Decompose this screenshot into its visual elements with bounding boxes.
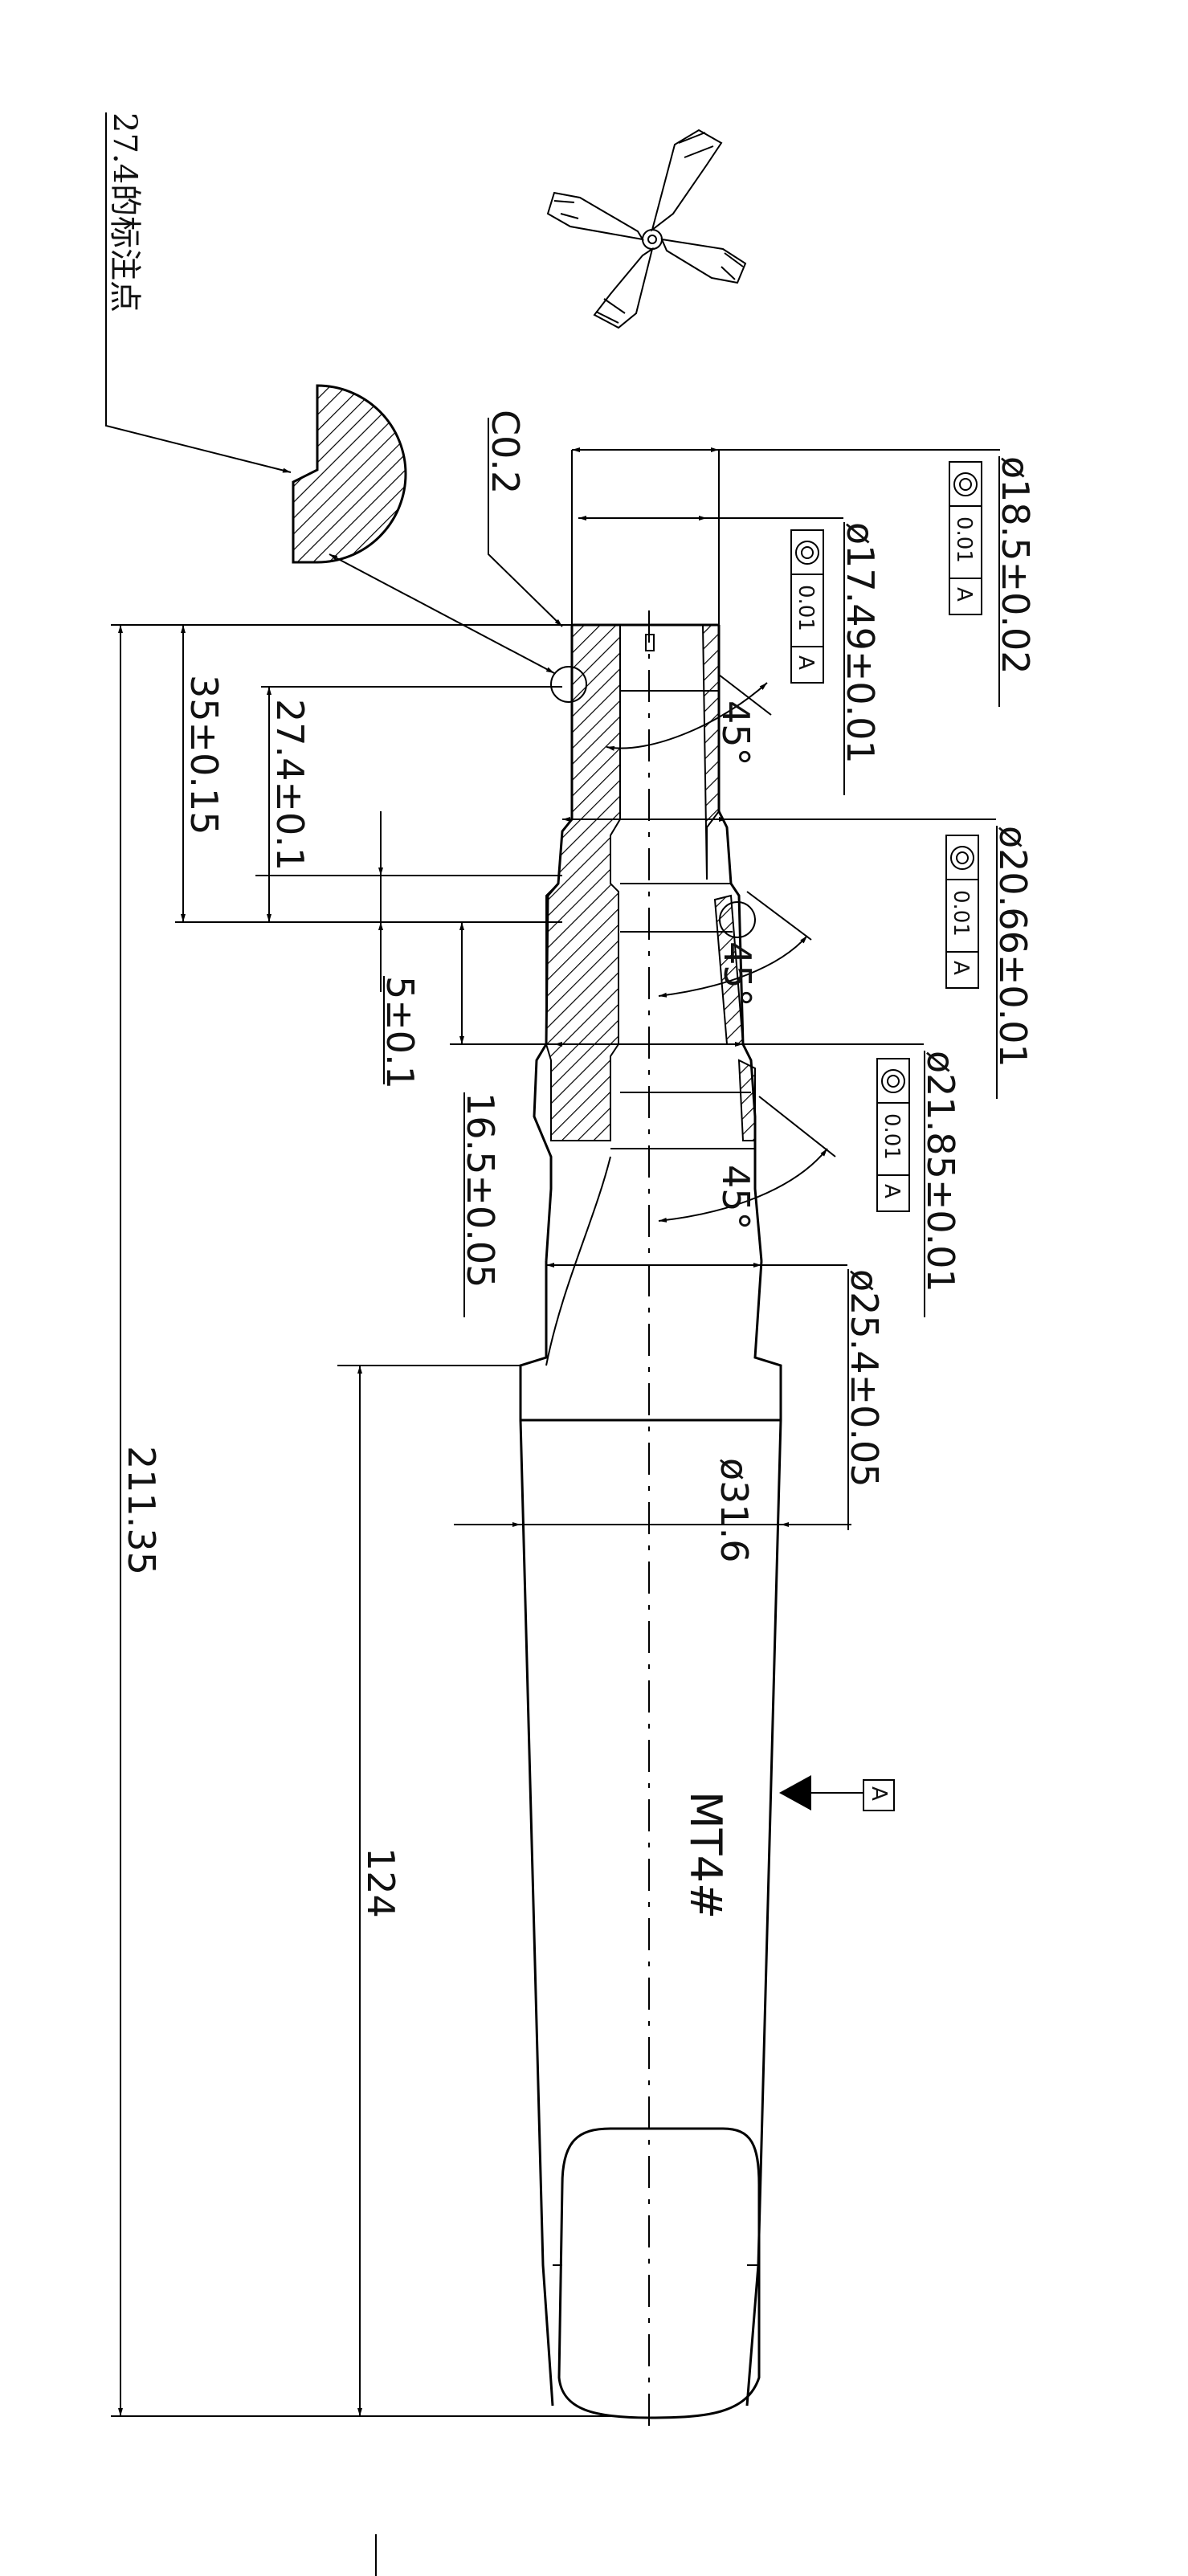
datum-a-label: A <box>867 1786 891 1801</box>
gdt-datum-1: A <box>952 587 976 602</box>
annotation-group: 27.4的标注点 <box>105 112 587 703</box>
angle-1: 45° <box>714 700 757 766</box>
annotation-text: 27.4的标注点 <box>106 112 143 312</box>
dim-len-5: 5±0.1 <box>378 976 422 1089</box>
dim-d21-85: ø21.85±0.01 <box>919 1051 962 1292</box>
gdt-frame-1: 0.01 A <box>949 461 982 615</box>
angle-dims: 45° 45° 45° <box>606 674 836 1231</box>
end-view-cutter-icon <box>546 129 747 329</box>
dim-d18-5: ø18.5±0.02 <box>994 456 1037 675</box>
gdt-datum-4: A <box>880 1184 904 1198</box>
dim-len-124: 124 <box>359 1847 402 1918</box>
datum-a-marker: A <box>779 1775 895 1811</box>
gdt-value-1: 0.01 <box>952 516 976 563</box>
diameter-dims: ø18.5±0.02 ø17.49±0.01 ø20.66±0.01 ø21.8… <box>454 447 1037 1563</box>
dim-d20-66: ø20.66±0.01 <box>991 826 1035 1068</box>
length-dims: 211.35 35±0.15 27.4±0.1 5±0.1 16.5±0.05 … <box>111 624 618 2417</box>
gdt-frame-3: 0.01 A <box>945 835 979 989</box>
gdt-datum-2: A <box>794 655 818 670</box>
gdt-datum-3: A <box>949 961 973 975</box>
part-body <box>519 610 782 2434</box>
gdt-value-2: 0.01 <box>794 585 818 631</box>
dim-len-35: 35±0.15 <box>182 675 226 835</box>
dim-d25-4: ø25.4±0.05 <box>843 1269 886 1488</box>
dim-len-27-4: 27.4±0.1 <box>268 699 312 871</box>
dim-d17-49: ø17.49±0.01 <box>839 522 882 764</box>
dim-len-211-35: 211.35 <box>120 1446 163 1575</box>
gdt-frame-4: 0.01 A <box>876 1058 910 1212</box>
chamfer-label: C0.2 <box>484 410 527 494</box>
gdt-value-4: 0.01 <box>880 1113 904 1160</box>
dim-len-16-5: 16.5±0.05 <box>459 1092 502 1288</box>
gdt-frame-2: 0.01 A <box>790 529 824 684</box>
gdt-value-3: 0.01 <box>949 890 973 937</box>
taper-label: MT4# <box>680 1791 731 1919</box>
detail-section-shape <box>292 384 407 564</box>
angle-2: 45° <box>716 941 759 1007</box>
dim-d31-6: ø31.6 <box>712 1458 756 1563</box>
angle-3: 45° <box>714 1165 757 1231</box>
